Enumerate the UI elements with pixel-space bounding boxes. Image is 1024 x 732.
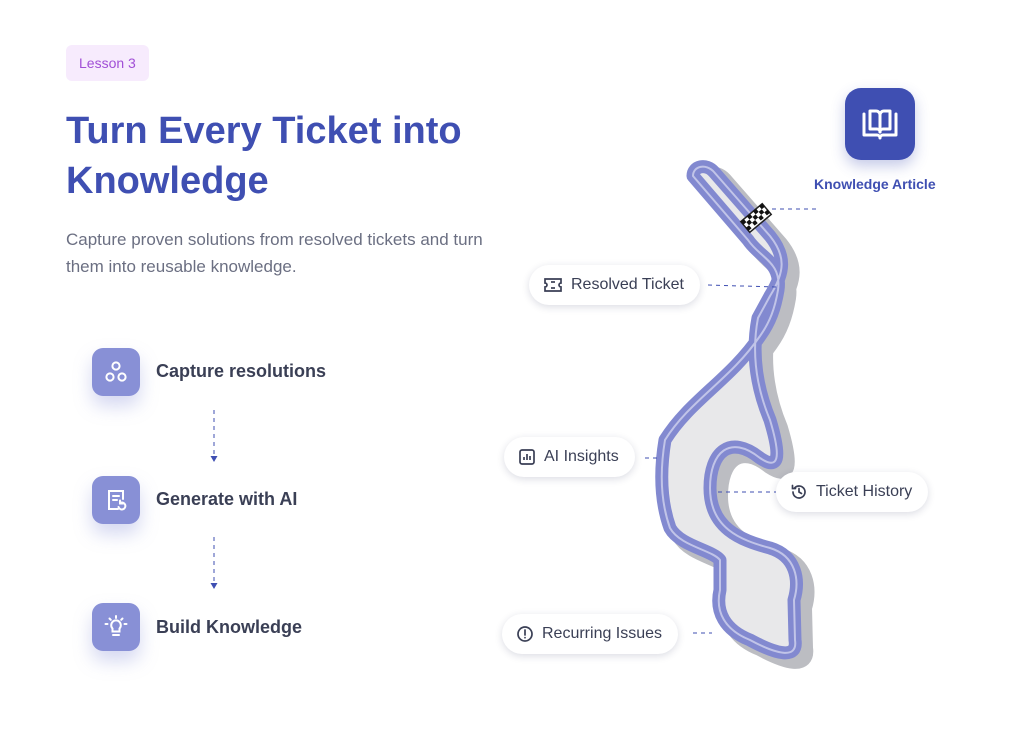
chip-label: Resolved Ticket: [571, 276, 684, 293]
finish-line-flag: [739, 202, 773, 234]
book-icon: [845, 88, 915, 160]
chip-resolved-ticket: Resolved Ticket: [529, 265, 700, 305]
alert-circle-icon: [517, 626, 533, 642]
chip-ai-insights: AI Insights: [504, 437, 635, 477]
page-title: Turn Every Ticket into Knowledge: [66, 110, 462, 202]
history-icon: [791, 484, 806, 499]
bar-chart-icon: [519, 449, 535, 465]
destination-label: Knowledge Article: [814, 176, 936, 192]
step-connector-1: [210, 410, 218, 462]
lightbulb-icon: [92, 603, 140, 651]
step-label-build: Build Knowledge: [156, 617, 302, 637]
chip-label: AI Insights: [544, 448, 619, 465]
nodes-icon: [92, 348, 140, 396]
chip-ticket-history: Ticket History: [776, 472, 929, 512]
step-label-generate: Generate with AI: [156, 489, 298, 509]
chip-recurring-issues: Recurring Issues: [502, 614, 679, 654]
step-label-capture: Capture resolutions: [156, 361, 327, 381]
page-subtitle: Capture proven solutions from resolved t…: [66, 230, 483, 276]
document-refresh-icon: [92, 476, 140, 524]
chip-label: Recurring Issues: [542, 625, 663, 642]
ticket-icon: [544, 278, 562, 292]
lesson-badge: Lesson 3: [66, 45, 149, 81]
step-connector-2: [210, 537, 218, 589]
chip-label: Ticket History: [816, 483, 913, 500]
